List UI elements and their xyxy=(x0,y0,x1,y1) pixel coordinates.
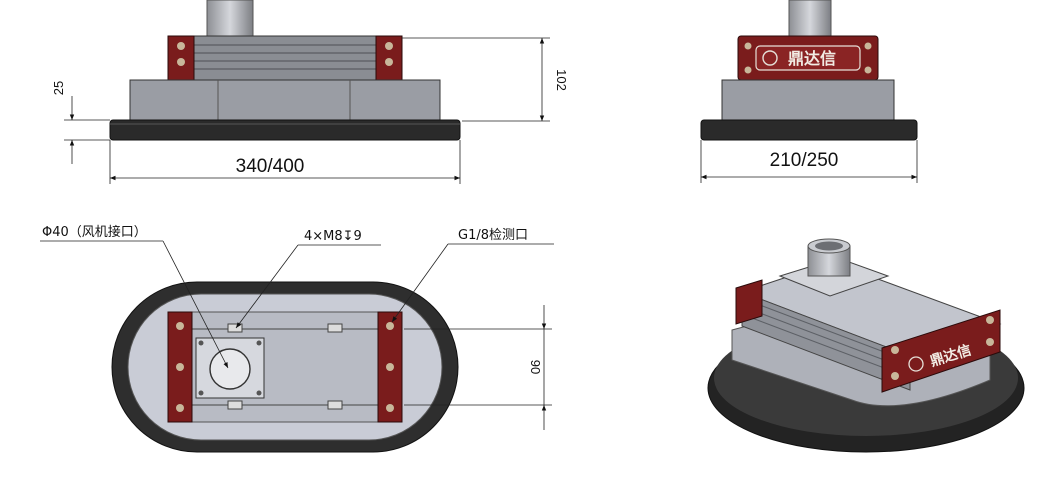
front-tube xyxy=(206,0,254,37)
label-screw-spec: 4×M8↧9 xyxy=(304,229,362,244)
dim-height: 102 xyxy=(554,69,569,91)
iso-left-block xyxy=(735,279,763,325)
front-housing xyxy=(129,79,441,121)
front-view: 102 25 340/400 xyxy=(51,0,569,184)
side-pad xyxy=(700,119,918,141)
dim-width-side: 210/250 xyxy=(770,150,839,171)
side-brand: 鼎达信 xyxy=(788,49,836,68)
dim-spacing: 90 xyxy=(528,360,543,374)
dim-base: 25 xyxy=(51,81,66,95)
label-detect-port: G1/8检测口 xyxy=(458,228,528,243)
iso-right-block xyxy=(881,309,1001,393)
side-tube xyxy=(788,0,832,37)
front-rail-stack xyxy=(182,35,396,81)
iso-view: 鼎达信 xyxy=(707,238,1025,453)
fan-port xyxy=(209,348,251,390)
side-housing xyxy=(721,79,895,121)
top-view: Φ40（风机接口） 4×M8↧9 G1/8检测口 90 xyxy=(40,224,554,453)
dim-width-front: 340/400 xyxy=(236,156,305,177)
label-fan-port: Φ40（风机接口） xyxy=(42,224,147,240)
front-pad xyxy=(109,119,461,141)
side-view: 鼎达信 210/250 xyxy=(700,0,918,183)
